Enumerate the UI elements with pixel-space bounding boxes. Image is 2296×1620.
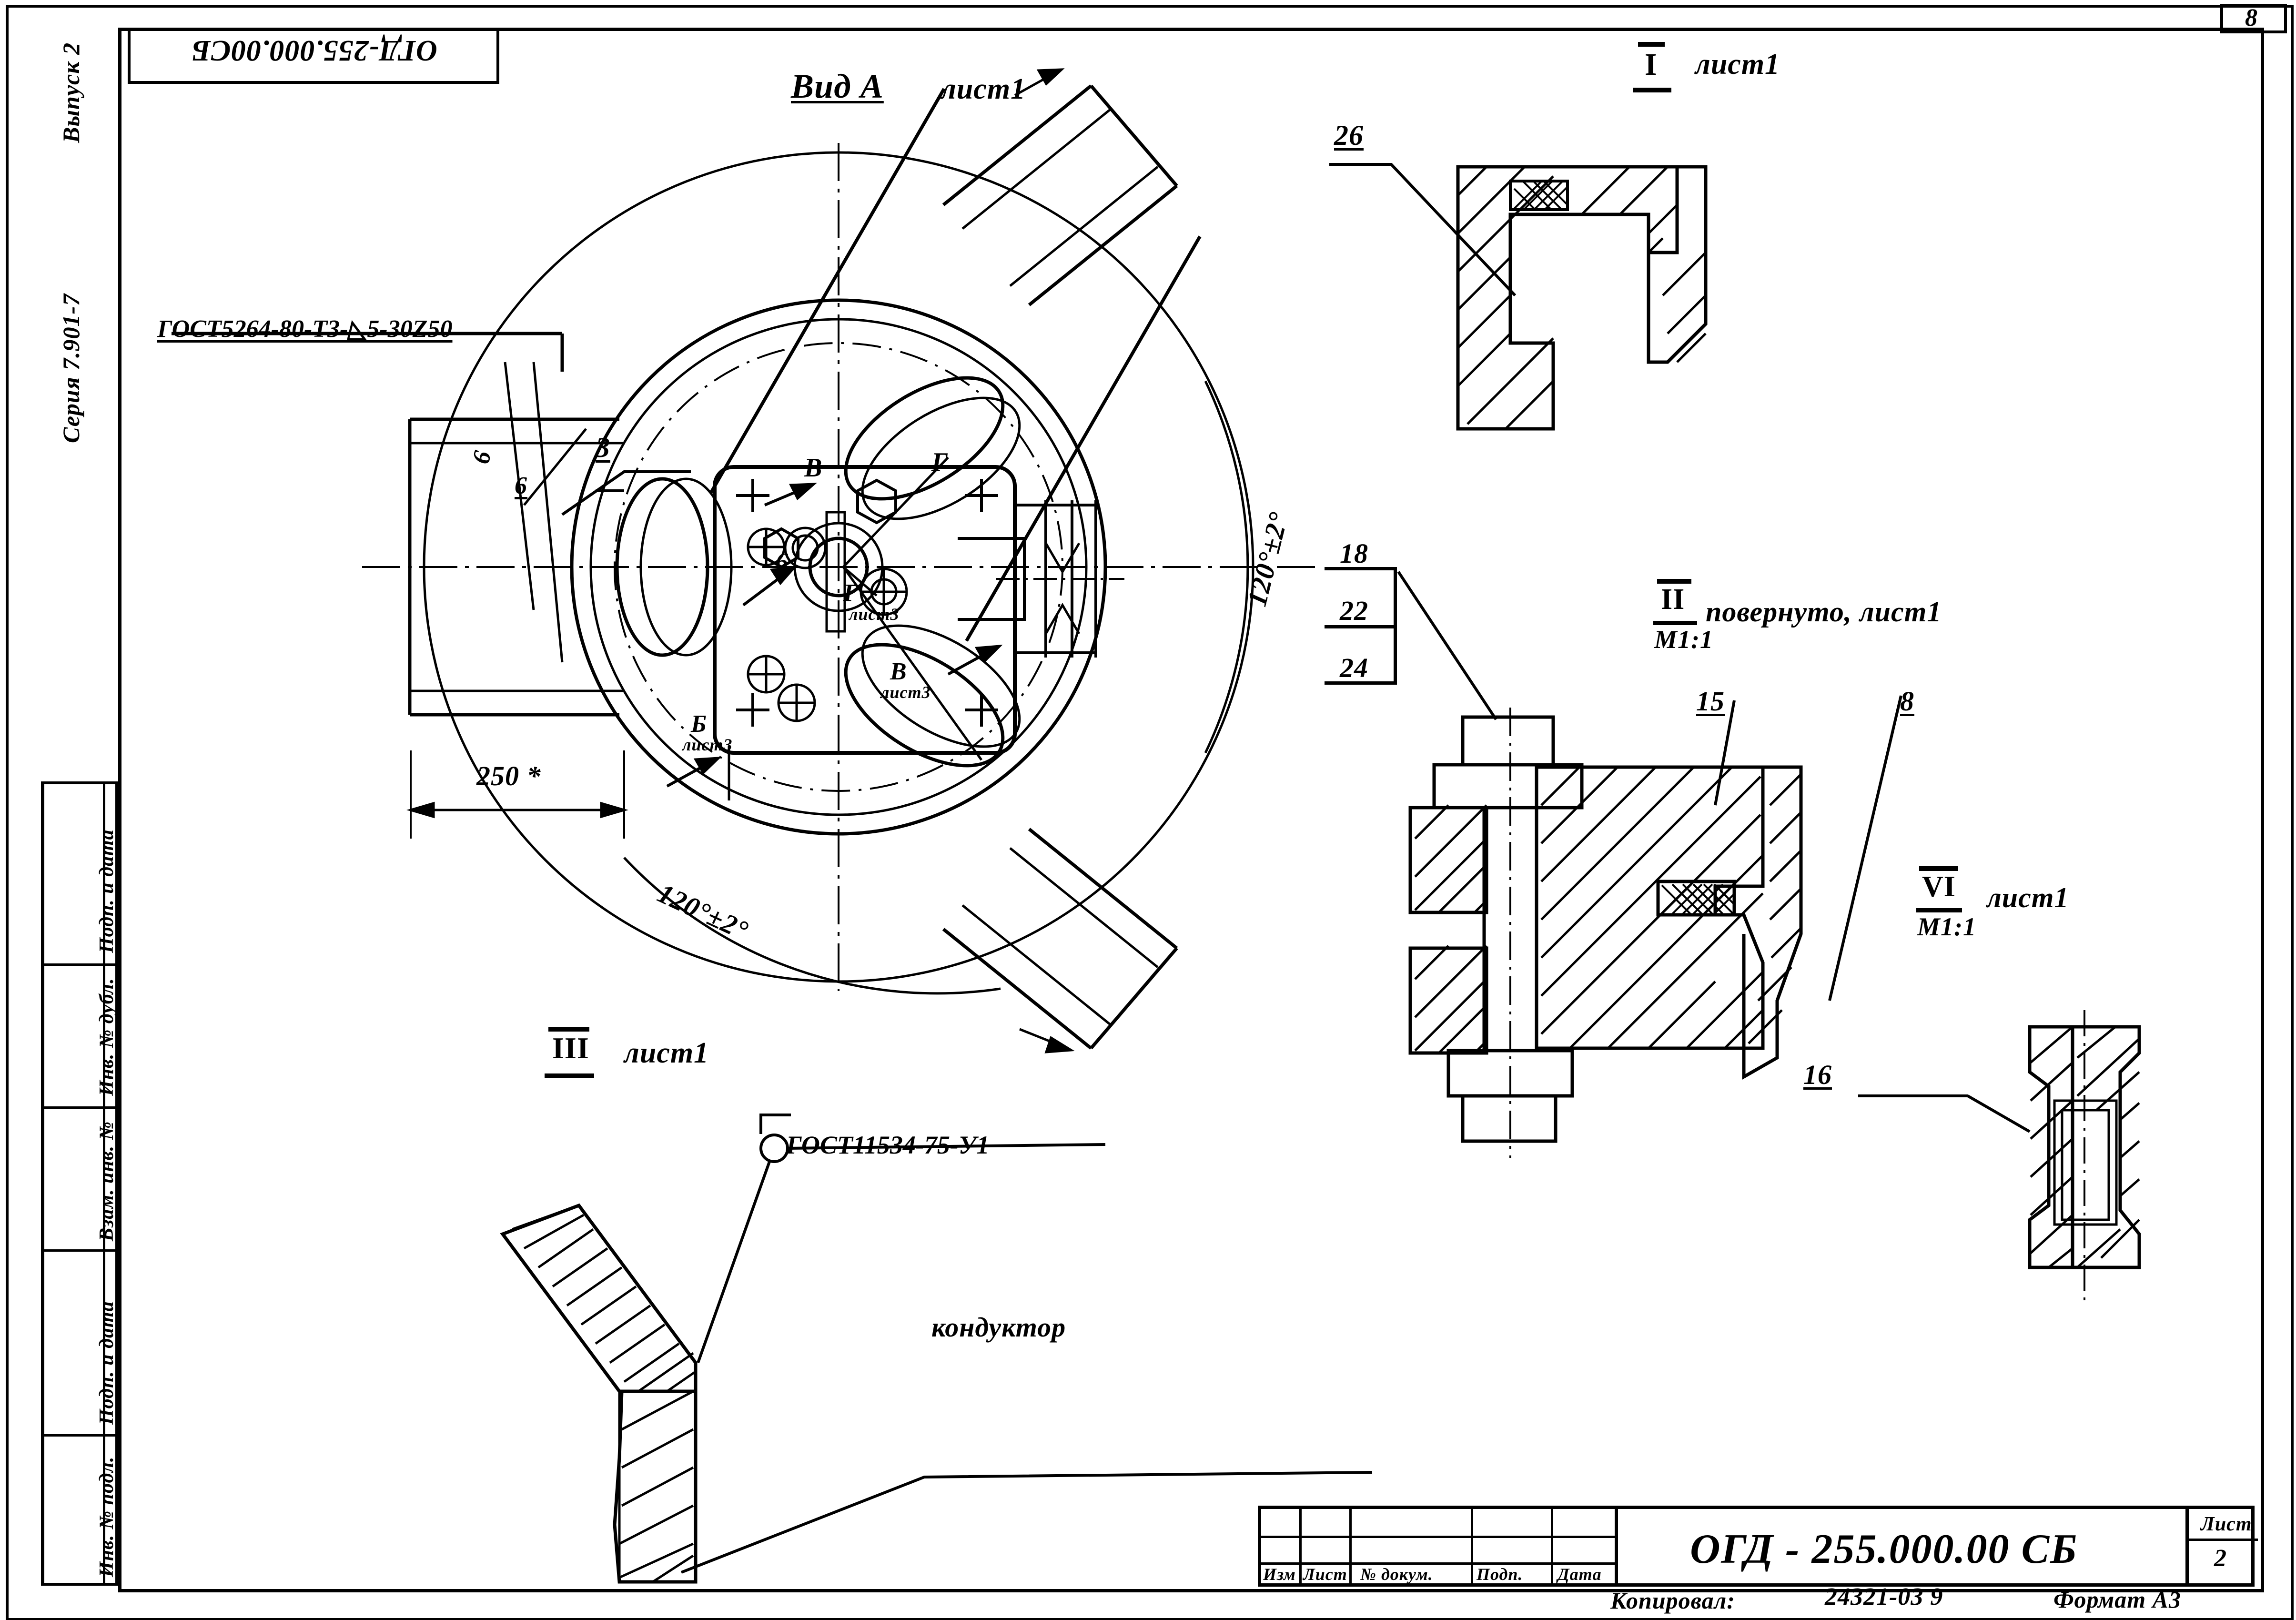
- margin-cell-sep-2: [41, 1106, 118, 1109]
- detail-VI-geometry: [1858, 1010, 2141, 1306]
- main-view-sheet-ref: лист1: [941, 73, 1026, 105]
- tb-vline-2: [1349, 1509, 1352, 1583]
- tb-hline-2: [1261, 1562, 1615, 1565]
- tb-hline-1: [1261, 1536, 1615, 1538]
- margin-label-inv-podl: Инв. № подл.: [96, 1456, 118, 1577]
- detail-III-overbar: [548, 1027, 589, 1032]
- copied-label: Копировал:: [1610, 1587, 1735, 1614]
- detail-I-underbar: [1633, 88, 1671, 92]
- main-view-title: Вид А: [791, 67, 884, 105]
- detail-III-geometry: [500, 1114, 1373, 1584]
- copy-number: 24321-03 9: [1825, 1583, 1943, 1610]
- balloon-3-label: 3: [596, 432, 610, 463]
- margin-column-table: [41, 781, 118, 1586]
- balloon-24-label: 24: [1340, 652, 1368, 683]
- tb-header-podp: Подп.: [1477, 1565, 1523, 1584]
- detail-I-label: I: [1645, 47, 1658, 82]
- detail-ref-B-sheet: лист3: [682, 735, 733, 754]
- margin-column-divider: [103, 781, 105, 1586]
- detail-I-overbar: [1638, 42, 1665, 47]
- sheet-outer-frame: [6, 5, 2294, 1620]
- detail-marker-B: В: [804, 453, 823, 483]
- detail-VI-label: VI: [1922, 871, 1956, 903]
- balloon-16-label: 16: [1803, 1059, 1832, 1090]
- detail-ref-G-sheet: лист3: [849, 605, 900, 624]
- detail-VI-midbar: [1916, 908, 1962, 912]
- dim-250-label: 250 *: [476, 760, 541, 791]
- tb-vline-6: [2185, 1509, 2189, 1583]
- conductor-annotation: кондуктор: [931, 1312, 1066, 1343]
- page-number-box: [2220, 4, 2287, 33]
- tb-sheet-value: 2: [2214, 1545, 2227, 1572]
- detail-II-label: II: [1661, 583, 1685, 616]
- tb-vline-4: [1551, 1509, 1553, 1583]
- tb-sheet-label: Лист: [2201, 1513, 2252, 1535]
- detail-VI-overbar: [1919, 866, 1958, 871]
- detail-VI-scale: М1:1: [1917, 912, 1976, 941]
- detail-II-geometry: [1397, 571, 1902, 1158]
- balloon-18-label: 18: [1340, 538, 1368, 569]
- tb-header-data: Дата: [1558, 1565, 1602, 1584]
- balloon-stack-line-3: [1325, 681, 1396, 685]
- tb-header-izm: Изм: [1263, 1565, 1296, 1584]
- balloon-15-label: 15: [1696, 686, 1725, 717]
- tb-vline-3: [1471, 1509, 1473, 1583]
- detail-I-sheet-ref: лист1: [1695, 48, 1780, 81]
- tb-hline-sheet: [2185, 1539, 2258, 1541]
- tb-vline-1: [1299, 1509, 1302, 1583]
- margin-cell-sep-3: [41, 1249, 118, 1252]
- detail-ref-G-letter: Г: [843, 579, 859, 607]
- title-block: Изм Лист № докум. Подп. Дата ОГД - 255.0…: [1258, 1506, 2258, 1587]
- detail-III-label: III: [552, 1031, 589, 1065]
- margin-cell-sep-1: [41, 963, 118, 966]
- format-label: Формат А3: [2053, 1586, 2182, 1613]
- weld-note-gost5264: ГОСТ5264-80-Т3-◺5-30Z50: [157, 315, 453, 343]
- rotated-designation-box: [128, 28, 499, 84]
- detail-II-scale: М1:1: [1654, 625, 1713, 654]
- weld-leg-b-label: 6: [515, 472, 527, 499]
- detail-marker-G: Г: [931, 447, 948, 477]
- detail-I-geometry: [1329, 163, 1708, 431]
- balloon-22-label: 22: [1340, 595, 1368, 626]
- tb-designation: ОГД - 255.000.00 СБ: [1690, 1526, 2078, 1572]
- detail-II-note: повернуто, лист1: [1706, 596, 1942, 628]
- detail-II-midbar: [1653, 621, 1697, 625]
- detail-III-underbar: [545, 1073, 594, 1078]
- detail-ref-V-sheet: лист3: [880, 683, 931, 702]
- margin-label-podp-data-2: Подп. и дата: [96, 1301, 118, 1425]
- margin-cell-sep-4: [41, 1434, 118, 1437]
- balloon-26-label: 26: [1334, 120, 1364, 151]
- page-number: 8: [2245, 4, 2258, 31]
- tb-header-dokum: № докум.: [1360, 1565, 1433, 1584]
- balloon-stack-line-1: [1325, 567, 1396, 570]
- balloon-8-label: 8: [1900, 686, 1914, 717]
- detail-II-overbar: [1657, 579, 1691, 584]
- tb-header-list: Лист: [1303, 1565, 1347, 1584]
- main-view-geometry: [172, 68, 1315, 1053]
- sheet-inner-frame: [118, 28, 2264, 1592]
- margin-label-vzam-inv: Взам. инв. №: [96, 1121, 118, 1241]
- tb-vline-5: [1615, 1509, 1618, 1583]
- balloon-stack-vline: [1394, 567, 1397, 685]
- detail-VI-sheet-ref: лист1: [1987, 882, 2069, 913]
- dim-6-center-label: 6: [776, 548, 789, 576]
- detail-ref-B-letter: Б: [691, 710, 708, 738]
- detail-ref-V-letter: В: [890, 658, 907, 685]
- detail-III-sheet-ref: лист1: [624, 1037, 709, 1069]
- balloon-stack-line-2: [1325, 625, 1396, 628]
